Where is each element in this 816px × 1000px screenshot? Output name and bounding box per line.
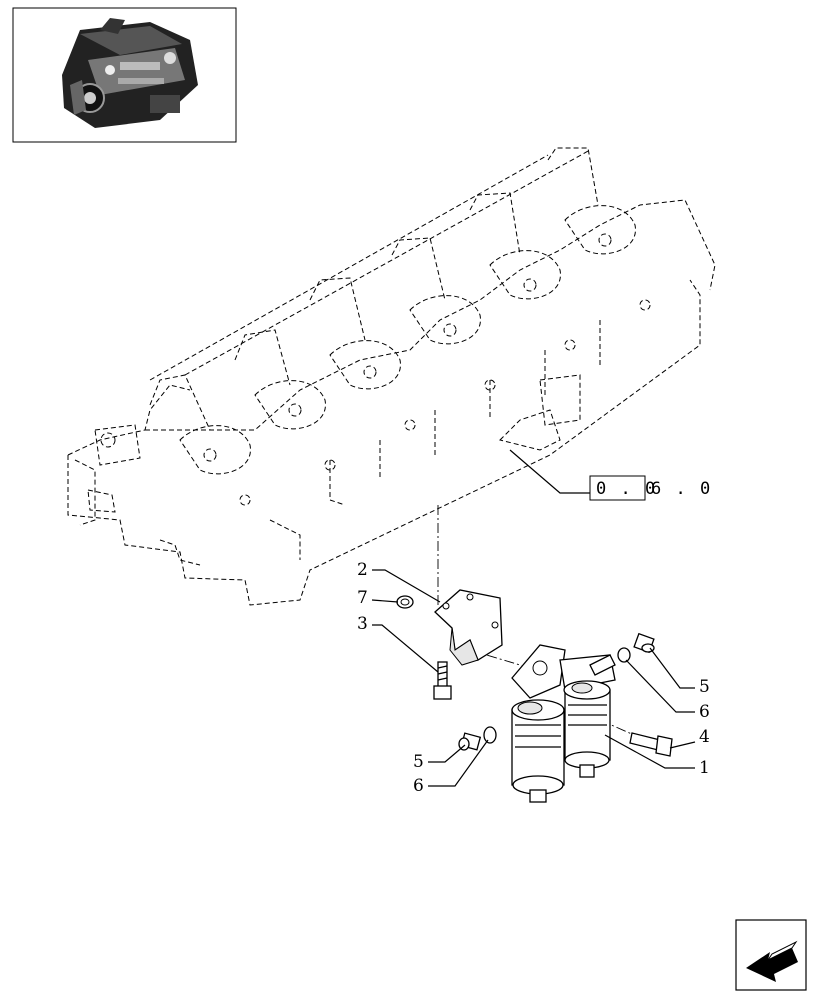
bolt-part-horizontal[interactable] <box>629 732 673 757</box>
callout-5-lower: 5 <box>413 752 424 772</box>
callout-3: 3 <box>357 614 368 634</box>
reference-label-rest: 6 . 0 <box>651 479 712 499</box>
nut-part[interactable] <box>396 595 414 609</box>
fitting-part-lower[interactable] <box>458 732 482 751</box>
reference-callout[interactable]: 0 . 0 6 . 0 <box>509 449 712 501</box>
callout-6-upper: 6 <box>699 702 710 722</box>
fitting-part-upper[interactable] <box>633 632 655 654</box>
engine-thumbnail-icon[interactable] <box>12 7 237 143</box>
cylinder-head-outline <box>67 147 716 606</box>
next-page-arrow-icon[interactable] <box>735 919 807 991</box>
callout-4: 4 <box>699 727 710 747</box>
callout-6-lower: 6 <box>413 776 424 796</box>
callout-5-upper: 5 <box>699 677 710 697</box>
bolt-part-vertical[interactable] <box>433 661 452 700</box>
callout-1: 1 <box>699 758 710 778</box>
callout-7: 7 <box>357 588 368 608</box>
mounting-bracket[interactable] <box>434 589 503 666</box>
callout-leaders <box>371 569 696 787</box>
reference-label-boxed: 0 . 0 <box>596 479 657 499</box>
sealing-washer-upper[interactable] <box>617 647 631 663</box>
fuel-filter-assembly[interactable] <box>511 644 616 803</box>
callout-2: 2 <box>357 560 368 580</box>
sealing-washer-lower[interactable] <box>483 726 497 744</box>
